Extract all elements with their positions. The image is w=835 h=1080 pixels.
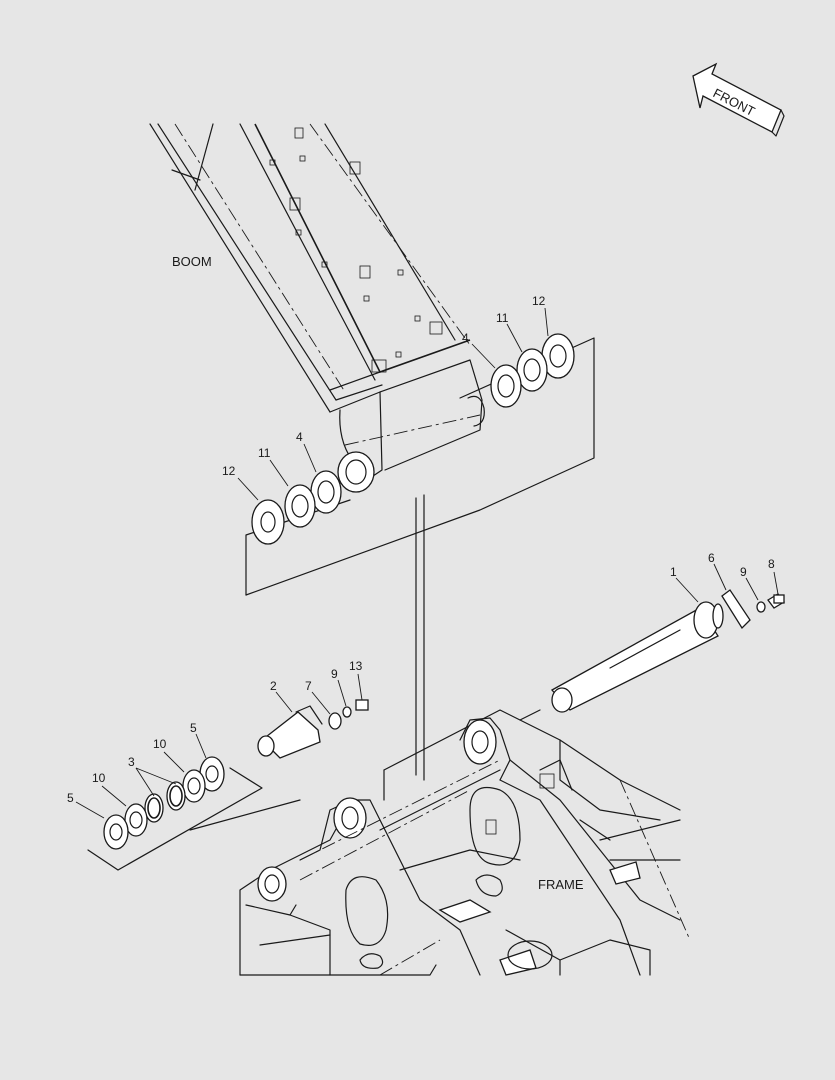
bolt-8 <box>767 593 785 609</box>
callout-11-upper-right: 11 <box>496 311 509 325</box>
bolt-13 <box>355 699 369 711</box>
callout-5-left: 5 <box>67 791 74 805</box>
washer-9-right <box>756 601 766 613</box>
washer-7 <box>328 712 342 730</box>
callout-1: 1 <box>670 565 677 579</box>
callout-9-right: 9 <box>740 565 747 579</box>
boom: BOOM <box>149 123 485 493</box>
callout-13: 13 <box>349 659 363 673</box>
washer-10-right <box>182 769 206 803</box>
washer-11-right <box>516 348 548 392</box>
boom-label: BOOM <box>172 254 212 269</box>
washer-9-left <box>342 706 352 718</box>
callout-7: 7 <box>305 679 312 693</box>
frame-label: FRAME <box>538 877 584 892</box>
callouts: 12 11 4 4 11 12 1 6 9 8 2 7 9 13 5 10 3 … <box>67 294 775 805</box>
main-pin-assembly <box>550 589 785 713</box>
small-pin-assembly <box>257 699 369 759</box>
upper-washer-group <box>245 333 595 596</box>
callout-8: 8 <box>768 557 775 571</box>
leader-lines <box>75 307 779 819</box>
callout-2: 2 <box>270 679 277 693</box>
washer-4-right <box>490 364 522 408</box>
callout-9-left: 9 <box>331 667 338 681</box>
front-arrow: FRONT <box>692 62 785 137</box>
washer-11-left <box>284 484 316 528</box>
washer-12-left <box>251 499 285 545</box>
callout-10-right: 10 <box>153 737 167 751</box>
callout-10-left: 10 <box>92 771 106 785</box>
plate-6 <box>721 589 751 630</box>
callout-11-upper-left: 11 <box>258 446 271 460</box>
callout-12-upper-right: 12 <box>532 294 546 308</box>
callout-6: 6 <box>708 551 715 565</box>
callout-5-right: 5 <box>190 721 197 735</box>
callout-3: 3 <box>128 755 135 769</box>
callout-12-upper-left: 12 <box>222 464 236 478</box>
lower-washer-group <box>87 756 301 871</box>
callout-4-upper-left: 4 <box>296 430 303 444</box>
callout-4-upper-right: 4 <box>462 331 469 345</box>
frame: FRAME <box>239 709 691 976</box>
washer-5-left <box>103 814 129 850</box>
